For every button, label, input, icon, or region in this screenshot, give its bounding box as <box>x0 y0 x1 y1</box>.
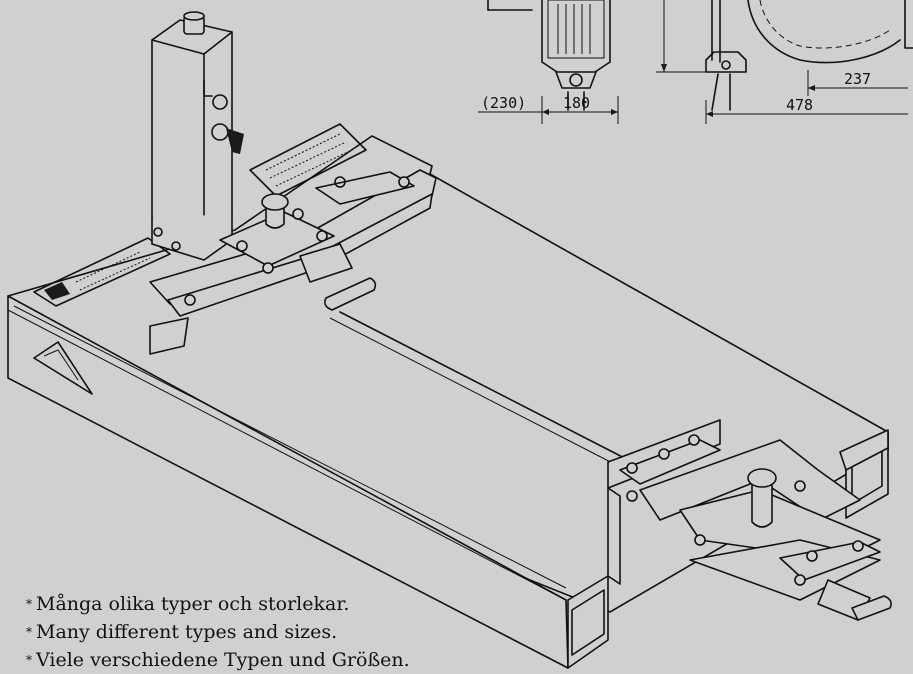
caption-marker: * <box>26 597 32 611</box>
base-plate <box>7 135 889 669</box>
caption-marker: * <box>26 653 32 667</box>
dim-237-label: 237 <box>844 70 871 88</box>
caption-german: * Viele verschiedene Typen und Größen. <box>26 646 410 674</box>
caption-text: Många olika typer och storlekar. <box>36 593 350 615</box>
instruction-plate-right <box>249 123 367 197</box>
clamp-assembly-left <box>149 169 437 355</box>
caption-list: * Många olika typer och storlekar. * Many … <box>26 590 410 674</box>
clamp-assembly-right <box>607 419 892 621</box>
instruction-plate-left <box>33 237 171 307</box>
caption-swedish: * Många olika typer och storlekar. <box>26 590 410 618</box>
caption-text: Viele verschiedene Typen und Größen. <box>36 649 410 671</box>
caption-marker: * <box>26 625 32 639</box>
dimension-diagram-side: 237 478 <box>656 0 913 124</box>
dim-180-label: 180 <box>563 94 590 112</box>
caption-text: Many different types and sizes. <box>36 621 338 643</box>
vertical-column <box>151 11 244 261</box>
dim-478-label: 478 <box>786 96 813 114</box>
dimension-diagram-front: (230) 180 <box>478 0 619 124</box>
dim-230-label: (230) <box>481 94 526 112</box>
caption-english: * Many different types and sizes. <box>26 618 410 646</box>
